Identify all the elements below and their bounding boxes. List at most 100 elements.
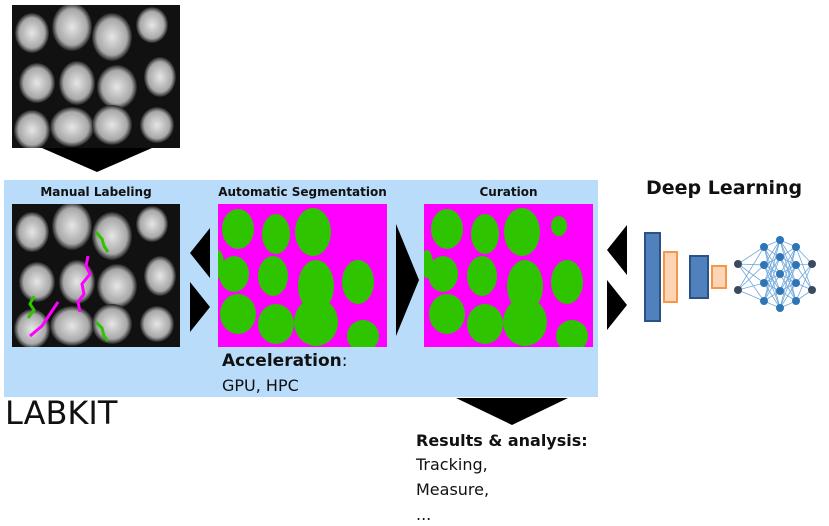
nucleus xyxy=(19,63,55,103)
connection xyxy=(763,239,781,266)
segmented-nucleus xyxy=(258,304,294,344)
nucleus xyxy=(15,212,49,252)
neuron xyxy=(776,253,784,261)
neuron xyxy=(792,261,800,269)
connection xyxy=(779,239,797,284)
nucleus xyxy=(140,306,174,342)
neuron xyxy=(734,286,742,294)
arrow-down-icon xyxy=(456,398,568,425)
neuron xyxy=(760,279,768,287)
connection xyxy=(737,263,765,302)
segmented-nucleus xyxy=(471,214,499,254)
segmented-nucleus xyxy=(467,304,503,344)
segmented-nucleus xyxy=(467,256,497,296)
neuron xyxy=(760,261,768,269)
segmented-nucleus xyxy=(298,260,334,312)
manual-labeling-image xyxy=(12,204,180,347)
neuron xyxy=(776,236,784,244)
segmented-nucleus xyxy=(504,208,540,256)
nucleus xyxy=(136,206,168,242)
arrow-right-icon xyxy=(607,280,627,330)
curation-image xyxy=(424,204,593,347)
nucleus xyxy=(144,256,176,296)
results-item: Measure, xyxy=(416,480,490,499)
arrow-right-icon xyxy=(190,282,210,332)
segmented-nucleus xyxy=(424,250,433,278)
nucleus xyxy=(14,309,50,347)
label-stroke xyxy=(26,295,36,319)
arrow-down-icon xyxy=(42,148,152,172)
segmented-nucleus xyxy=(219,256,249,292)
nucleus xyxy=(19,262,55,302)
label-stroke xyxy=(94,231,110,253)
connection xyxy=(795,246,813,291)
connection xyxy=(763,264,781,309)
automatic-segmentation-image xyxy=(218,204,387,347)
arrow-left-icon xyxy=(607,225,627,275)
nucleus xyxy=(15,13,49,53)
segmented-nucleus xyxy=(262,214,290,254)
neuron xyxy=(792,279,800,287)
nucleus xyxy=(140,107,174,143)
nucleus xyxy=(92,212,132,260)
segmented-nucleus xyxy=(342,260,374,304)
segmented-nucleus xyxy=(295,208,331,256)
segmented-nucleus xyxy=(507,260,543,312)
nucleus xyxy=(14,110,50,148)
conv-layer xyxy=(689,255,709,299)
connection xyxy=(795,263,813,284)
connection xyxy=(737,246,765,265)
arrow-right-icon xyxy=(396,224,419,336)
segmented-nucleus xyxy=(220,294,256,334)
connection xyxy=(779,246,797,292)
neuron xyxy=(776,270,784,278)
neuron xyxy=(808,286,816,294)
connection xyxy=(779,282,797,309)
segmented-nucleus xyxy=(218,250,224,278)
segmented-nucleus xyxy=(429,294,465,334)
segmented-nucleus xyxy=(294,298,338,346)
arrow-left-icon xyxy=(190,228,210,278)
app-name: LABKIT xyxy=(5,394,118,432)
neuron xyxy=(776,287,784,295)
connection xyxy=(737,246,765,291)
connection xyxy=(737,263,765,266)
nucleus xyxy=(136,7,168,43)
neuron xyxy=(792,297,800,305)
connection xyxy=(779,239,797,266)
connection xyxy=(795,264,813,291)
connection xyxy=(737,264,765,291)
neuron xyxy=(734,260,742,268)
connection xyxy=(795,263,813,302)
segmented-nucleus xyxy=(222,209,254,249)
neuron xyxy=(760,297,768,305)
connection xyxy=(763,239,781,284)
results-title: Results & analysis: xyxy=(416,431,588,450)
label-stroke xyxy=(94,320,110,342)
connection xyxy=(763,282,781,309)
segmented-nucleus xyxy=(551,216,567,236)
segmented-nucleus xyxy=(551,260,583,304)
label-stroke xyxy=(29,301,60,338)
conv-layer xyxy=(644,232,661,322)
results-item: ... xyxy=(416,505,432,524)
nucleus xyxy=(50,306,94,346)
connection xyxy=(779,246,797,275)
nucleus xyxy=(92,13,132,61)
connection xyxy=(737,289,765,302)
nucleus xyxy=(52,5,92,51)
segmented-nucleus xyxy=(503,298,547,346)
connection xyxy=(779,246,797,309)
nucleus xyxy=(50,107,94,147)
segmented-nucleus xyxy=(347,320,379,347)
connection xyxy=(763,256,781,302)
neuron xyxy=(760,243,768,251)
segmented-nucleus xyxy=(428,256,458,292)
nucleus xyxy=(97,264,137,308)
connection xyxy=(763,273,781,302)
curation-title: Curation xyxy=(479,185,538,199)
neuron xyxy=(808,260,816,268)
segmented-nucleus xyxy=(431,209,463,249)
manual-labeling-title: Manual Labeling xyxy=(40,185,152,199)
automatic-segmentation-title: Automatic Segmentation xyxy=(218,185,387,199)
